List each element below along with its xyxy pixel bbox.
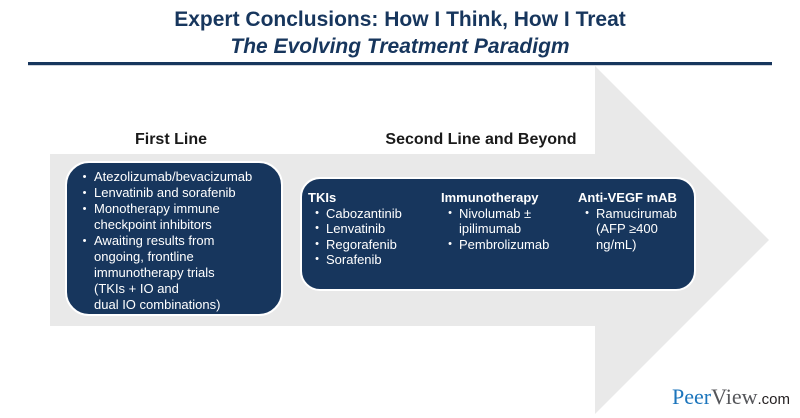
- first-line-bullet-list: • Atezolizumab/bevacizumab • Lenvatinib and…: [75, 169, 275, 313]
- bullet-text: Atezolizumab/bevacizumab: [94, 169, 253, 184]
- logo-com-text: .com: [757, 391, 790, 408]
- bullet-dot-icon: •: [315, 222, 319, 234]
- bullet-text: Nivolumab ±ipilimumab: [459, 205, 532, 237]
- bullet-dot-icon: •: [315, 206, 319, 219]
- second-line-heading: Second Line and Beyond: [385, 131, 577, 148]
- bullet-dot-icon: •: [448, 237, 452, 250]
- logo-peer-text: Peer: [672, 384, 712, 409]
- bullet-text: Lenvatinib: [326, 221, 386, 236]
- bullet-dot-icon: •: [315, 237, 319, 250]
- bullet-dot-icon: •: [82, 203, 87, 215]
- bullet-text: Sorafenib: [326, 252, 382, 267]
- bullet-item: • Sorafenib: [308, 252, 441, 268]
- bullet-dot-icon: •: [82, 235, 87, 247]
- logo-view-text: View: [711, 384, 758, 409]
- anti-vegf-column-header: Anti-VEGF mAB: [578, 190, 677, 205]
- peerview-logo: PeerView.com: [672, 385, 790, 412]
- immunotherapy-column: Immunotherapy • Nivolumab ±ipilimumab • Pem…: [441, 190, 578, 289]
- bullet-item: • Regorafenib: [308, 237, 441, 253]
- first-line-heading: First Line: [134, 131, 207, 148]
- bullet-dot-icon: •: [585, 206, 589, 219]
- immunotherapy-column-header: Immunotherapy: [441, 190, 539, 205]
- bullet-item: • Nivolumab ±ipilimumab: [441, 206, 578, 237]
- bullet-text: Pembrolizumab: [459, 236, 550, 252]
- title-block: Expert Conclusions: How I Think, How I T…: [0, 6, 800, 60]
- bullet-dot-icon: •: [82, 171, 87, 183]
- tkis-column: TKIs • Cabozantinib • Lenvatinib • Regorafeni…: [308, 190, 441, 289]
- tkis-column-header: TKIs: [308, 190, 337, 205]
- bullet-item: • Cabozantinib: [308, 206, 441, 222]
- bullet-item: • Atezolizumab/bevacizumab: [75, 169, 275, 185]
- bullet-item: • Pembrolizumab: [441, 237, 578, 253]
- immunotherapy-bullet-list: • Nivolumab ±ipilimumab • Pembrolizumab: [441, 206, 578, 253]
- first-line-box: • Atezolizumab/bevacizumab • Lenvatinib and…: [65, 161, 283, 316]
- tkis-bullet-list: • Cabozantinib • Lenvatinib • Regorafenib • Sor…: [308, 206, 441, 268]
- bullet-item: • Lenvatinib and sorafenib: [75, 185, 275, 201]
- bullet-dot-icon: •: [315, 253, 319, 265]
- bullet-item: • Lenvatinib: [308, 221, 441, 237]
- bullet-dot-icon: •: [82, 187, 87, 199]
- title-divider-line: [28, 62, 772, 65]
- bullet-text: Cabozantinib: [326, 205, 402, 221]
- page-subtitle: The Evolving Treatment Paradigm: [230, 35, 570, 58]
- page-title: Expert Conclusions: How I Think, How I T…: [174, 8, 626, 31]
- bullet-text: Regorafenib: [326, 236, 397, 252]
- bullet-text: Lenvatinib and sorafenib: [94, 185, 236, 200]
- second-line-box: TKIs • Cabozantinib • Lenvatinib • Regorafeni…: [300, 177, 696, 291]
- bullet-dot-icon: •: [448, 206, 452, 219]
